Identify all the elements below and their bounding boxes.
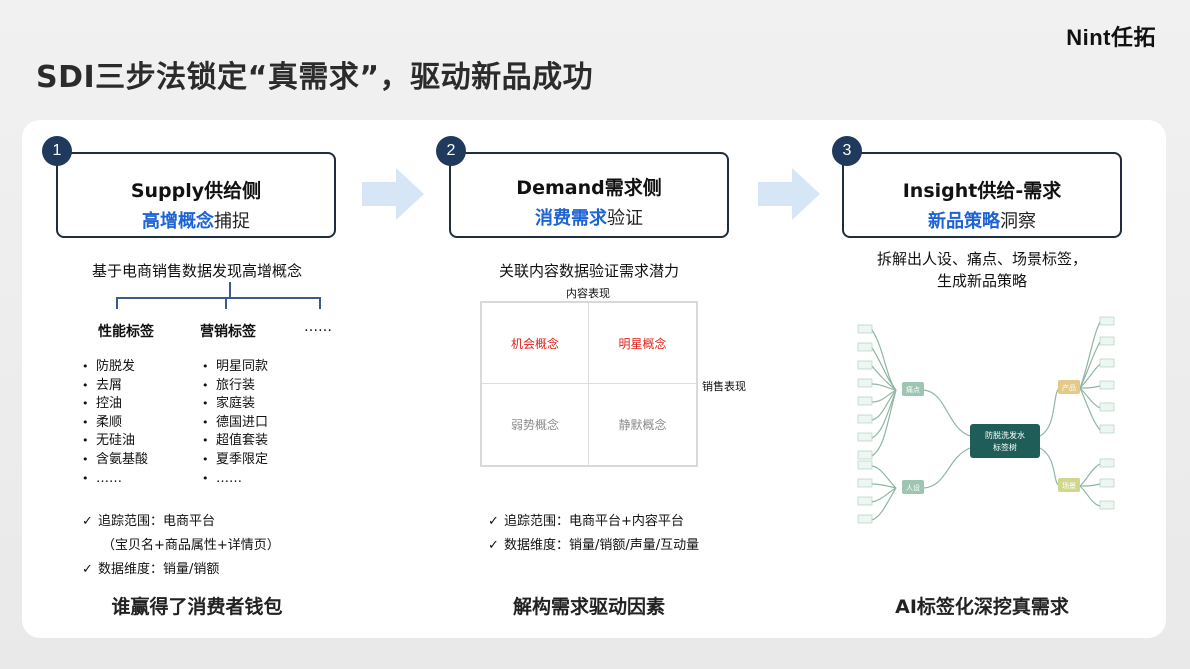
tree-leg-1	[116, 297, 118, 309]
marketing-tag-list: 明星同款 旅行装 家庭装 德国进口 超值套装 夏季限定 ……	[202, 358, 268, 488]
check-text: 追踪范围：电商平台+内容平台	[504, 514, 684, 529]
tag-head-more: ……	[304, 319, 332, 335]
step-2-footer: 解构需求驱动因素	[512, 596, 665, 618]
check-text: 数据维度：销量/销额	[98, 562, 220, 577]
content-panel: Supply供给侧 高增概念捕捉 1 基于电商销售数据发现高增概念 性能标签 营…	[22, 120, 1166, 638]
step-1-box: Supply供给侧 高增概念捕捉	[56, 152, 336, 238]
mindmap-branch-scene: 场景	[1062, 481, 1076, 490]
step-3-sub-rest: 洞察	[1000, 211, 1036, 232]
arrow-right-icon	[362, 168, 424, 220]
step-3-subtitle: 新品策略洞察	[844, 207, 1120, 233]
brand-logo: Nint任拓	[1066, 25, 1156, 50]
matrix-cell-silent: 静默概念	[618, 418, 667, 432]
tree-bar	[116, 297, 321, 299]
step-2-lead: 关联内容数据验证需求潜力	[498, 262, 679, 280]
step-1-check-dimension: ✓ 数据维度：销量/销额	[82, 558, 219, 577]
step-2-number: 2	[436, 136, 466, 166]
list-item: 超值套装	[202, 432, 268, 451]
page-title: SDI三步法锁定“真需求”，驱动新品成功	[36, 60, 594, 95]
step-2-check-scope: ✓ 追踪范围：电商平台+内容平台	[488, 510, 684, 529]
list-item: ……	[82, 470, 148, 489]
tree-leg-2	[225, 297, 227, 309]
mindmap-diagram: 防脱洗发水 标签树 痛点 人设 产品 场景	[857, 316, 1115, 524]
tree-leg-3	[319, 297, 321, 309]
arrow-right-icon	[758, 168, 820, 220]
list-item: ……	[202, 470, 268, 489]
step-2-title: Demand需求侧	[516, 177, 662, 199]
step-3-highlight: 新品策略	[928, 211, 1000, 232]
step-2-box: Demand需求侧 消费需求验证	[449, 152, 729, 238]
step-3-footer: AI标签化深挖真需求	[895, 596, 1069, 618]
check-icon: ✓	[488, 514, 499, 529]
axis-top-label: 内容表现	[566, 287, 610, 300]
tree-stem	[229, 282, 231, 298]
list-item: 旅行装	[202, 377, 268, 396]
step-3-lead: 拆解出人设、痛点、场景标签， 生成新品策略	[876, 250, 1087, 290]
step-1-number: 1	[42, 136, 72, 166]
mindmap-center-line2: 标签树	[993, 442, 1017, 452]
list-item: 明星同款	[202, 358, 268, 377]
step-3-title: Insight供给-需求	[902, 180, 1062, 202]
check-icon: ✓	[488, 538, 499, 553]
list-item: 含氨基酸	[82, 451, 148, 470]
step-1-lead: 基于电商销售数据发现高增概念	[91, 262, 302, 280]
check-icon: ✓	[82, 562, 93, 577]
step-1-check-scope-detail: （宝贝名+商品属性+详情页）	[102, 538, 280, 553]
step-3-box: Insight供给-需求 新品策略洞察	[842, 152, 1122, 238]
mindmap-branch-pain: 痛点	[906, 385, 920, 394]
list-item: 去屑	[82, 377, 148, 396]
matrix-cell-opportunity: 机会概念	[482, 303, 589, 384]
step-1-highlight: 高增概念	[142, 211, 214, 232]
step-1-subtitle: 高增概念捕捉	[58, 207, 334, 233]
step-1-footer: 谁赢得了消费者钱包	[111, 596, 283, 618]
mindmap-center-line1: 防脱洗发水	[985, 430, 1025, 440]
mindmap-branch-persona: 人设	[906, 483, 920, 492]
tag-head-performance: 性能标签	[98, 324, 154, 340]
list-item: 防脱发	[82, 358, 148, 377]
step-2-highlight: 消费需求	[535, 208, 607, 229]
check-text: 追踪范围：电商平台	[98, 514, 216, 529]
list-item: 无硅油	[82, 432, 148, 451]
step-1-title: Supply供给侧	[130, 180, 262, 202]
concept-matrix: 机会概念 明星概念 弱势概念 静默概念	[480, 301, 698, 467]
step-2-sub-rest: 验证	[607, 208, 643, 229]
check-icon: ✓	[82, 514, 93, 529]
matrix-cell-weak: 弱势概念	[482, 384, 589, 465]
mindmap-branch-product: 产品	[1062, 383, 1076, 392]
list-item: 德国进口	[202, 414, 268, 433]
list-item: 家庭装	[202, 395, 268, 414]
matrix-cell-star: 明星概念	[589, 303, 696, 384]
step-3-number: 3	[832, 136, 862, 166]
step-2-check-dimension: ✓ 数据维度：销量/销额/声量/互动量	[488, 534, 699, 553]
tag-head-marketing: 营销标签	[200, 324, 256, 340]
list-item: 控油	[82, 395, 148, 414]
check-text: 数据维度：销量/销额/声量/互动量	[504, 538, 700, 553]
step-1-sub-rest: 捕捉	[214, 211, 250, 232]
list-item: 柔顺	[82, 414, 148, 433]
performance-tag-list: 防脱发 去屑 控油 柔顺 无硅油 含氨基酸 ……	[82, 358, 148, 488]
step-2-subtitle: 消费需求验证	[451, 204, 727, 230]
step-1-check-scope: ✓ 追踪范围：电商平台	[82, 510, 215, 529]
axis-right-label: 销售表现	[702, 380, 746, 393]
list-item: 夏季限定	[202, 451, 268, 470]
